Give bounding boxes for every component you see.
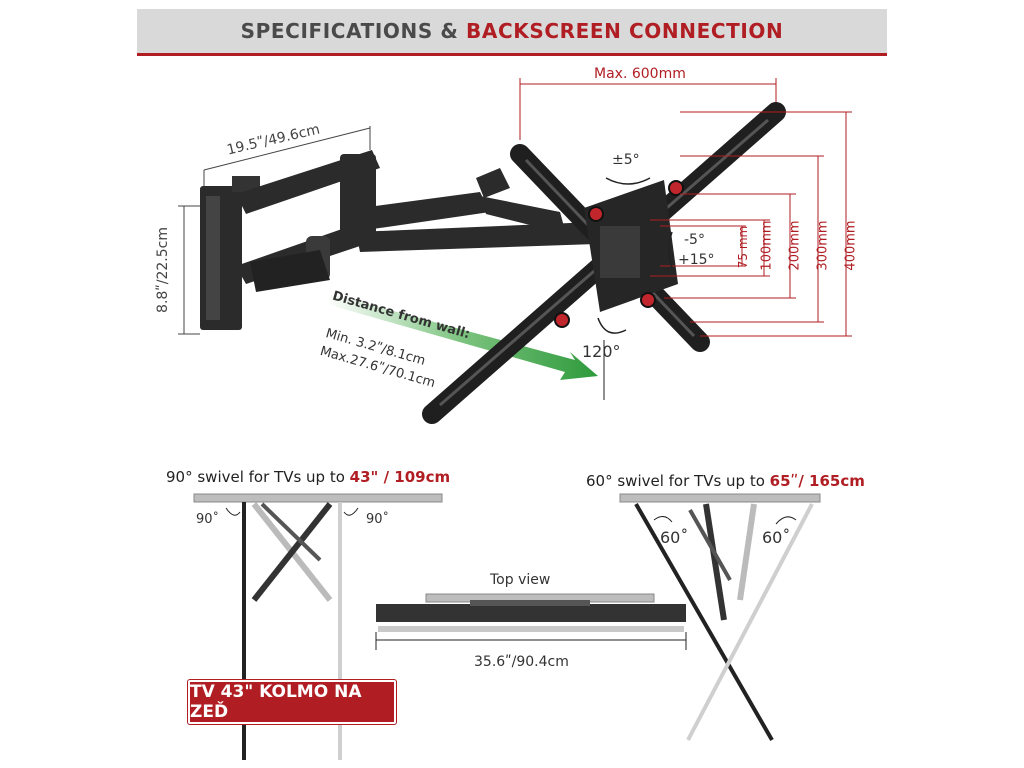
swivel-90-caption-prefix: 90° swivel for TVs up to [166,468,350,486]
tilt-up-label: +15° [678,252,715,268]
page-header: SPECIFICATIONS & BACKSCREEN CONNECTION [137,9,887,56]
swivel-60-caption-highlight: 65ʺ/ 165cm [769,472,865,490]
tilt-down-label: -5° [684,232,705,248]
swivel-90-angle-right: 90˚ [366,512,390,527]
swivel-60-angle-left: 60˚ [660,528,689,547]
wall-left [193,493,443,503]
vesa-200-label: 200mm [787,220,803,271]
top-view-title: Top view [490,572,551,588]
swivel-60-diagram [634,503,814,741]
header-title-part2: BACKSCREEN CONNECTION [466,19,784,43]
tilt-arc-icon [668,231,673,269]
header-title-part1: SPECIFICATIONS & [240,19,467,43]
swivel-arc-icon [597,317,627,334]
distance-arrow [326,294,598,380]
swivel-60-caption: 60° swivel for TVs up to 65ʺ/ 165cm [586,472,865,490]
vesa-mount-points [554,180,684,328]
wall-plate-height-label: 8.8ʺ/22.5cm [154,227,171,313]
wall-right [619,493,821,503]
vesa-300-label: 300mm [815,220,831,271]
swivel-90-caption-highlight: 43" / 109cm [349,468,451,486]
swing-arm [236,150,596,292]
swivel-60-angle-right: 60˚ [762,528,791,547]
vesa-dimension-lines [650,111,852,337]
rotation-arc-icon [605,177,651,185]
swivel-90-angle-left: 90˚ [196,512,220,527]
max-width-dimension [519,78,777,140]
max-width-label: Max. 600mm [594,66,686,82]
vesa-100-label: 100mm [759,220,775,271]
top-view-width: 35.6ʺ/90.4cm [474,654,569,670]
swivel-90-caption: 90° swivel for TVs up to 43" / 109cm [166,468,450,486]
tv-badge: TV 43" KOLMO NA ZEĎ [188,680,396,724]
vesa-75-label: 75 mm [736,225,751,269]
wall-plate [200,176,260,330]
swivel-60-caption-prefix: 60° swivel for TVs up to [586,472,770,490]
vesa-400-label: 400mm [843,220,859,271]
wall-plate-height-dimension [178,205,200,335]
rotation-angle-label: ±5° [612,152,640,168]
swivel-angle-label: 120° [582,342,621,361]
top-view-diagram [375,593,687,650]
